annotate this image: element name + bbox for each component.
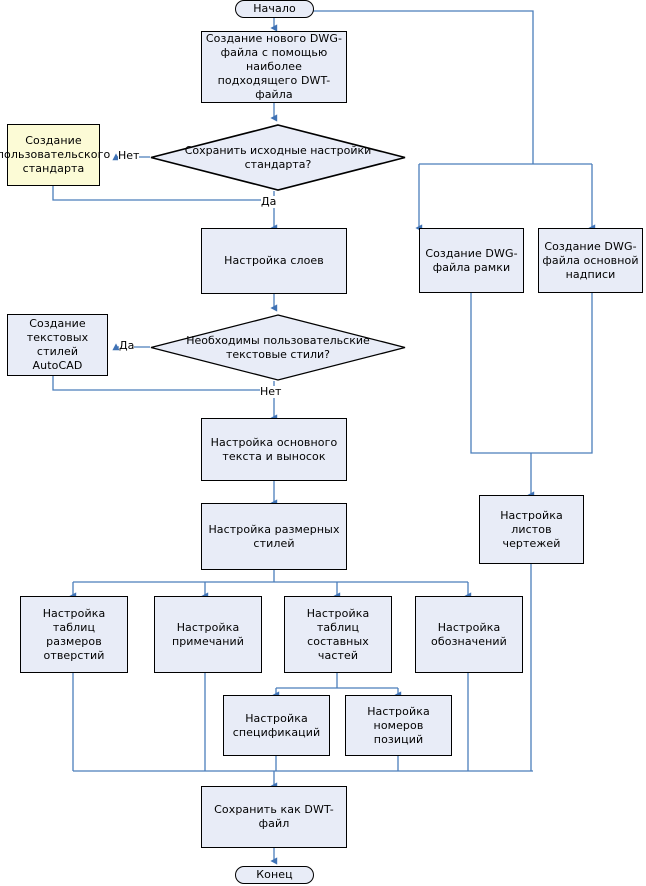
- node-symbols-label: Настройка обозначений: [431, 620, 507, 648]
- node-create-dwg-label: Создание нового DWG-файла с помощью наиб…: [205, 32, 343, 101]
- node-custom-standard-label: Создание пользовательского стандарта: [0, 134, 111, 175]
- node-custom-standard[interactable]: Создание пользовательского стандарта: [0, 124, 110, 186]
- node-create-dwg[interactable]: Создание нового DWG-файла с помощью наиб…: [201, 31, 347, 103]
- node-layers[interactable]: Настройка слоев: [201, 228, 347, 294]
- node-specifications-label: Настройка спецификаций: [232, 711, 321, 739]
- node-hole-tables-label: Настройка таблиц размеров отверстий: [42, 606, 106, 662]
- node-end[interactable]: Конец: [235, 866, 314, 884]
- node-autocad-textstyles[interactable]: Создание текстовых стилей AutoCAD: [7, 314, 108, 376]
- node-balloons-label: Настройка номеров позиций: [367, 704, 430, 746]
- node-notes[interactable]: Настройка примечаний: [154, 596, 262, 673]
- node-specifications[interactable]: Настройка спецификаций: [223, 695, 330, 756]
- node-dim-styles-label: Настройка размерных стилей: [208, 522, 340, 550]
- node-hole-tables[interactable]: Настройка таблиц размеров отверстий: [20, 596, 128, 673]
- node-main-text[interactable]: Настройка основного текста и выносок: [201, 418, 347, 481]
- node-end-label: Конец: [256, 868, 293, 881]
- node-symbols[interactable]: Настройка обозначений: [415, 596, 523, 673]
- node-decision-textstyles[interactable]: Необходимы пользовательские текстовые ст…: [150, 314, 406, 381]
- node-balloons[interactable]: Настройка номеров позиций: [345, 695, 452, 756]
- edge-custom-standard-return: [52, 186, 274, 201]
- edge-autocad-return: [52, 376, 274, 391]
- node-main-text-label: Настройка основного текста и выносок: [210, 435, 338, 463]
- edge-label-textstyles-yes: Да: [119, 339, 135, 352]
- node-parts-tables[interactable]: Настройка таблиц составных частей: [284, 596, 392, 673]
- edge-start-to-right-branch: [274, 10, 534, 164]
- node-decision-textstyles-label: Необходимы пользовательские текстовые ст…: [186, 333, 370, 361]
- decision-diamond-shape: [150, 314, 406, 381]
- node-start-label: Начало: [253, 2, 296, 15]
- node-sheets[interactable]: Настройка листов чертежей: [479, 495, 584, 564]
- node-frame-dwg[interactable]: Создание DWG-файла рамки: [419, 228, 524, 293]
- decision-diamond-shape: [150, 124, 406, 191]
- node-dim-styles[interactable]: Настройка размерных стилей: [201, 503, 347, 570]
- node-notes-label: Настройка примечаний: [171, 620, 245, 648]
- node-title-block-dwg[interactable]: Создание DWG-файла основной надписи: [538, 228, 643, 293]
- node-save-dwt-label: Сохранить как DWT-файл: [214, 803, 334, 830]
- edge-label-standard-no: Нет: [118, 149, 140, 162]
- node-start[interactable]: Начало: [235, 0, 314, 18]
- edge-label-standard-yes: Да: [261, 195, 277, 208]
- node-frame-dwg-label: Создание DWG-файла рамки: [425, 246, 518, 274]
- node-save-dwt[interactable]: Сохранить как DWT-файл: [201, 786, 347, 848]
- node-autocad-textstyles-label: Создание текстовых стилей AutoCAD: [26, 317, 89, 372]
- node-parts-tables-label: Настройка таблиц составных частей: [306, 606, 370, 662]
- node-layers-label: Настройка слоев: [224, 254, 324, 267]
- node-title-block-dwg-label: Создание DWG-файла основной надписи: [542, 239, 639, 281]
- node-sheets-label: Настройка листов чертежей: [500, 508, 563, 550]
- node-decision-standard-label: Сохранить исходные настройки стандарта?: [184, 143, 372, 171]
- node-decision-standard[interactable]: Сохранить исходные настройки стандарта?: [150, 124, 406, 191]
- edge-label-textstyles-no: Нет: [260, 385, 282, 398]
